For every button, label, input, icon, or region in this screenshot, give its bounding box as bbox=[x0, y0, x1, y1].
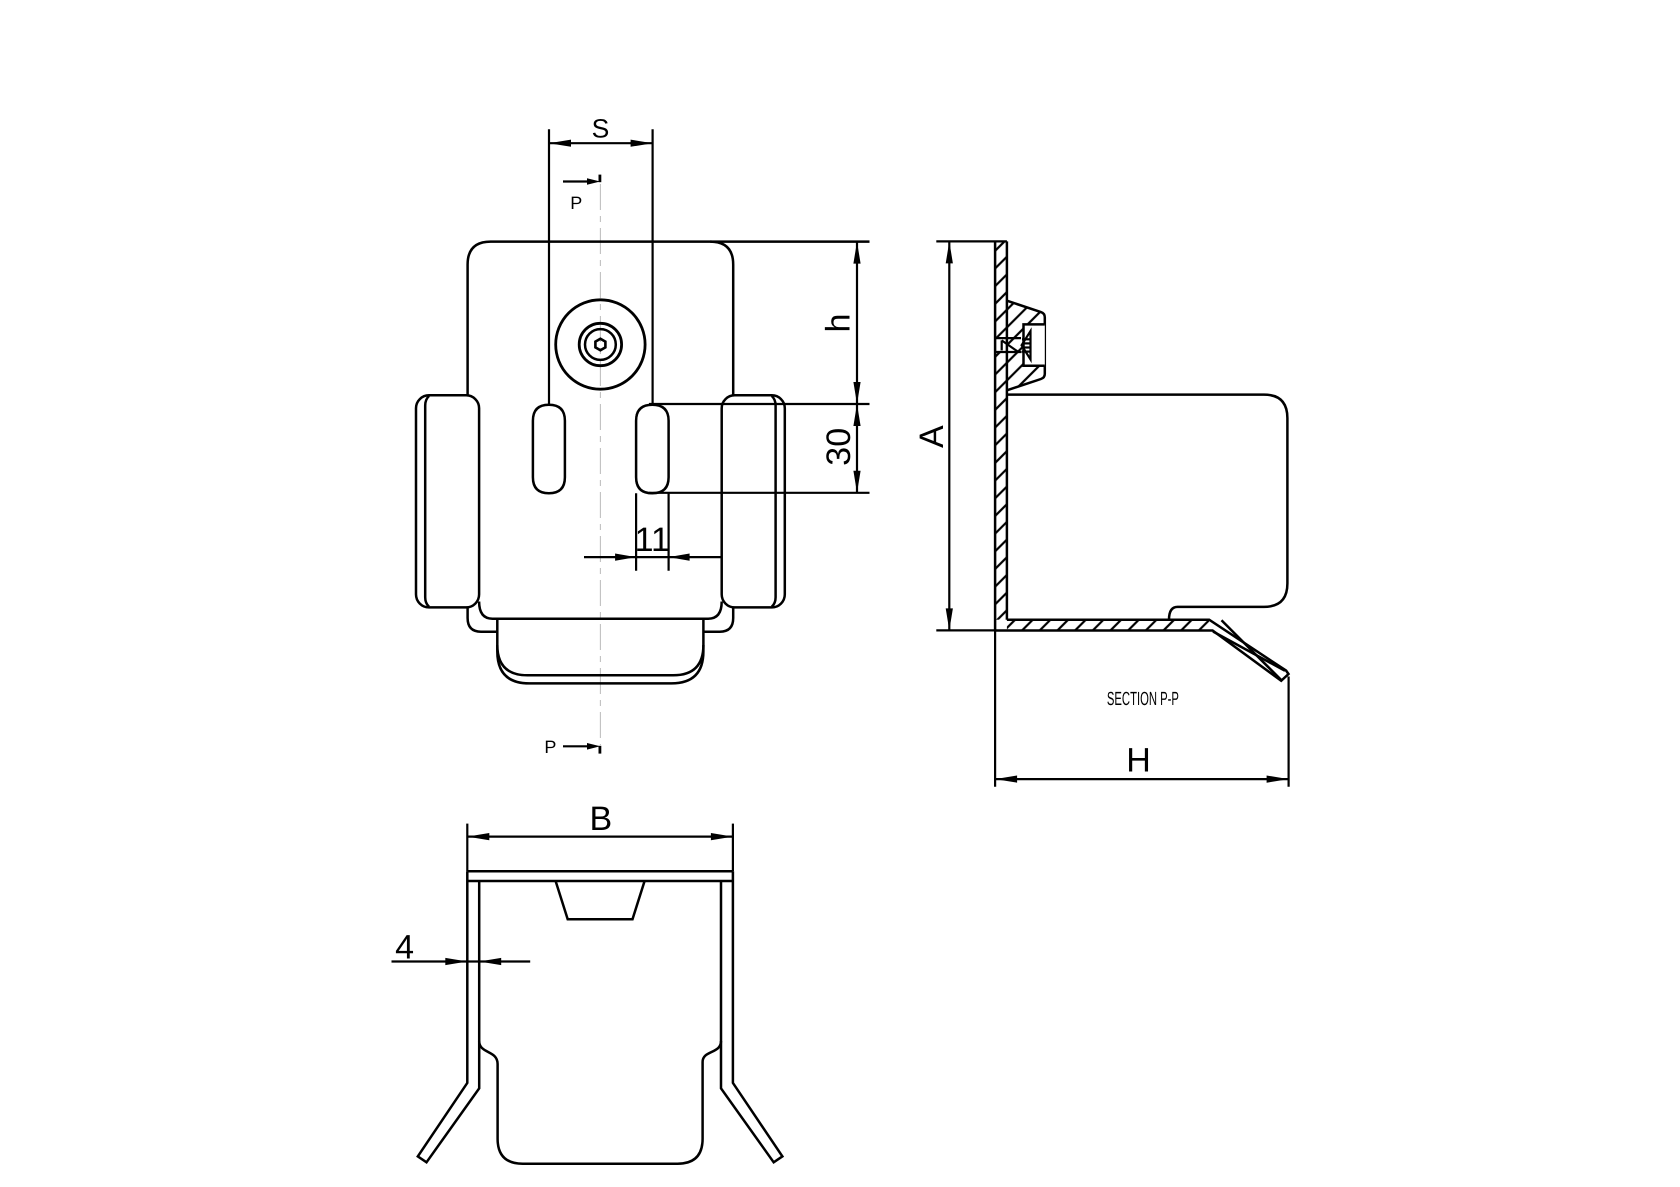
svg-text:B: B bbox=[589, 800, 612, 838]
svg-text:P: P bbox=[570, 193, 582, 213]
svg-text:4: 4 bbox=[395, 928, 414, 966]
svg-text:h: h bbox=[820, 314, 858, 333]
svg-text:30: 30 bbox=[820, 428, 858, 466]
svg-text:11: 11 bbox=[635, 521, 670, 559]
svg-text:A: A bbox=[913, 425, 951, 448]
svg-text:P: P bbox=[544, 737, 556, 757]
svg-text:S: S bbox=[592, 114, 610, 144]
svg-text:SECTION P-P: SECTION P-P bbox=[1107, 689, 1179, 710]
svg-text:H: H bbox=[1126, 742, 1151, 780]
